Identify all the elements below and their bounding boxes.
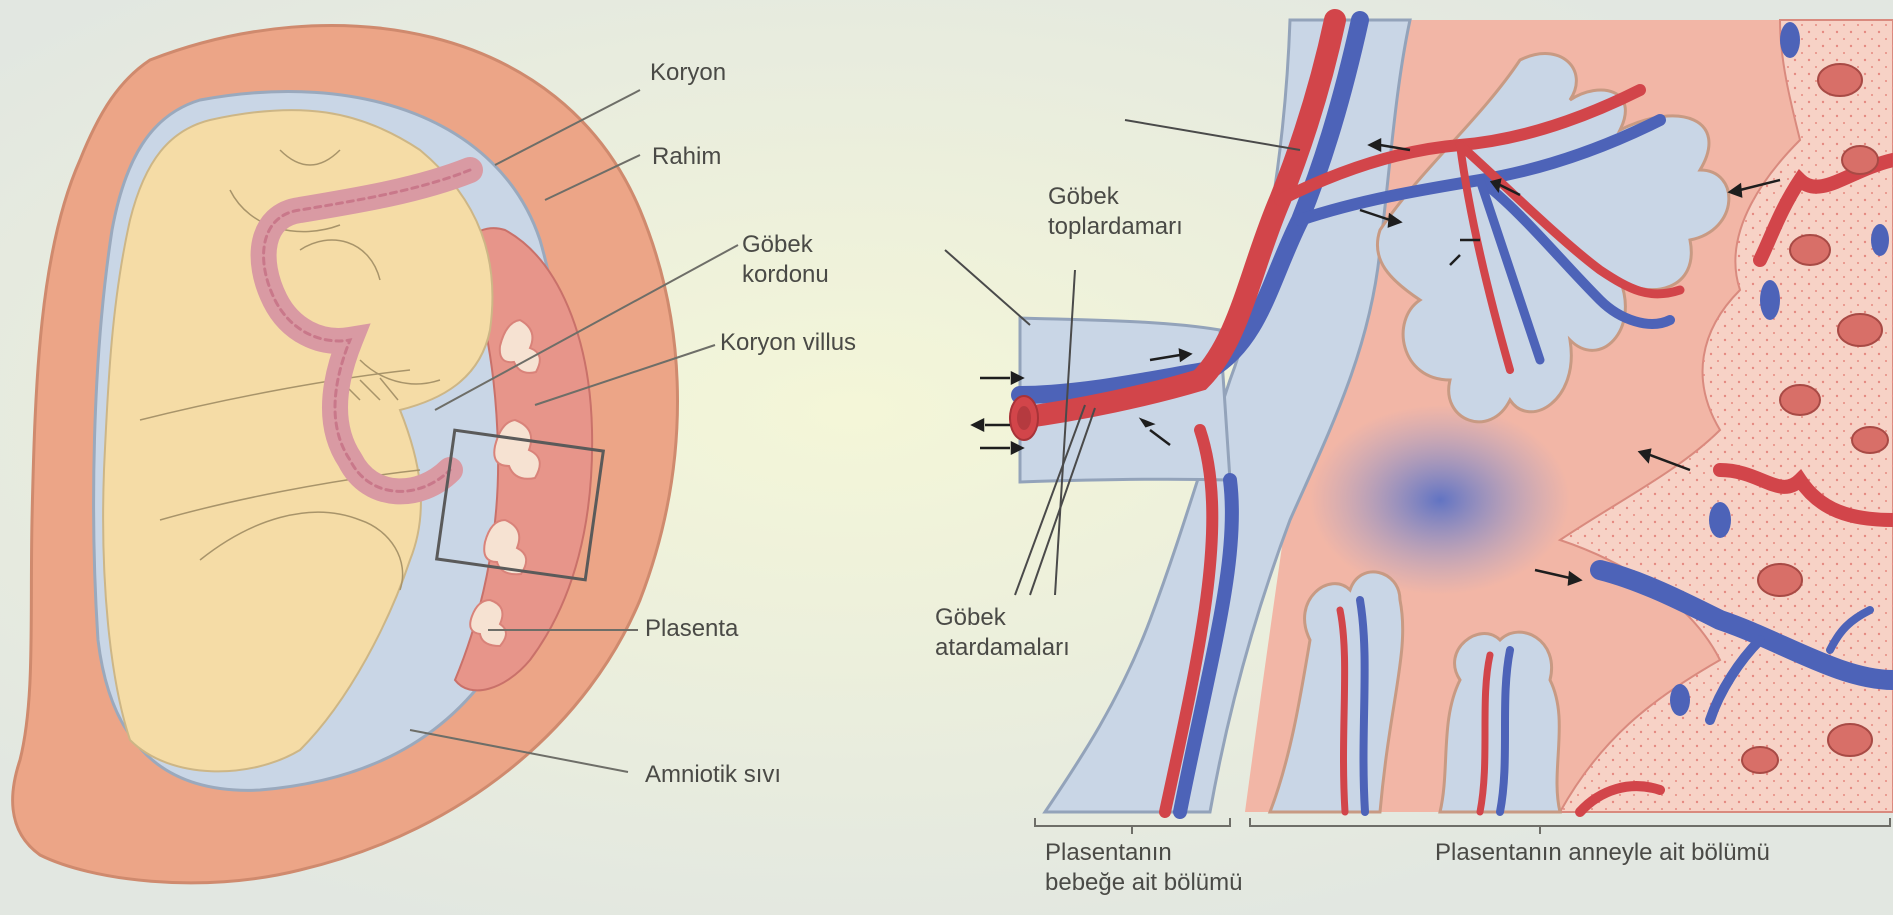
label-fetal-part-line1: Plasentanın [1045,838,1242,868]
maternal-blood-pool [1310,405,1570,595]
label-umbilical-vein-line1: Göbek [1048,182,1183,212]
label-umbilical-vein-line2: toplardamarı [1048,212,1183,242]
label-fetal-part: Plasentanın bebeğe ait bölümü [1045,838,1242,898]
label-placenta: Plasenta [645,614,738,644]
label-chorion: Koryon [650,58,726,88]
label-umbilical-vein: Göbek toplardamarı [1048,182,1183,242]
label-umbilical-cord-line1: Göbek [742,230,829,260]
label-uterus: Rahim [652,142,721,172]
label-umbilical-arteries-line1: Göbek [935,603,1070,633]
label-amniotic-fluid: Amniotik sıvı [645,760,781,790]
label-umbilical-cord: Göbek kordonu [742,230,829,290]
label-chorionic-villus: Koryon villus [720,328,856,358]
label-umbilical-arteries: Göbek atardamaları [935,603,1070,663]
label-umbilical-cord-line2: kordonu [742,260,829,290]
label-umbilical-arteries-line2: atardamaları [935,633,1070,663]
label-maternal-part: Plasentanın anneyle ait bölümü [1435,838,1770,868]
label-fetal-part-line2: bebeğe ait bölümü [1045,868,1242,898]
